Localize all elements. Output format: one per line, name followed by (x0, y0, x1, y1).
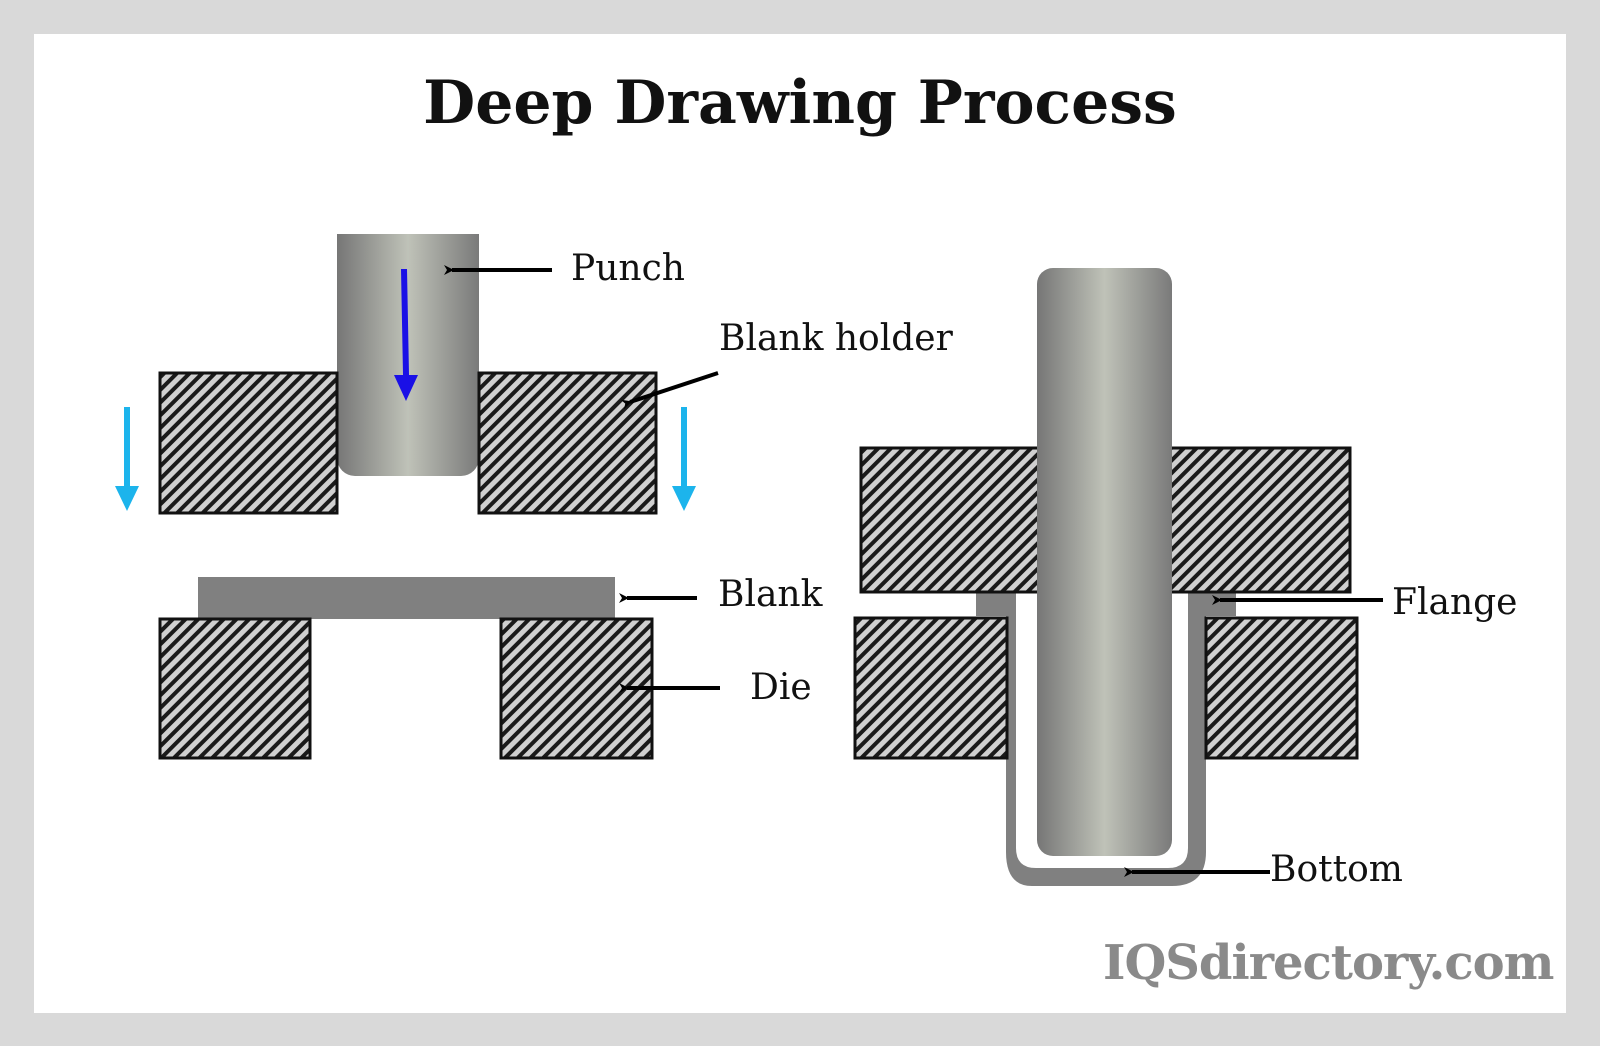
label-blank: Blank (718, 574, 823, 615)
die-right-b (1204, 616, 1359, 760)
diagram-title: Deep Drawing Process (423, 68, 1177, 138)
label-die: Die (750, 667, 812, 708)
die-right-a (853, 616, 1009, 760)
punch-motion-arrow-icon (394, 268, 418, 401)
blank-holder-left-b (477, 371, 658, 515)
holder-motion-arrow-right-icon (672, 407, 696, 511)
blank-holder-right-a (859, 446, 1041, 594)
punch-right (1037, 268, 1172, 856)
label-blank-holder: Blank holder (719, 318, 953, 359)
die-left-a (158, 617, 312, 760)
label-flange: Flange (1392, 582, 1518, 623)
right-stage (853, 268, 1383, 886)
blank-holder-leader-arrow-icon (620, 371, 719, 410)
label-punch: Punch (571, 248, 685, 289)
watermark-logo: IQSdirectory.com (1103, 935, 1554, 991)
blank-holder-left-a (158, 371, 339, 515)
punch-left-top (337, 234, 479, 264)
label-bottom: Bottom (1270, 849, 1403, 890)
blank-holder-right-b (1168, 446, 1352, 594)
holder-motion-arrow-left-icon (115, 407, 139, 511)
blank-sheet (198, 577, 615, 619)
left-stage (115, 234, 720, 760)
